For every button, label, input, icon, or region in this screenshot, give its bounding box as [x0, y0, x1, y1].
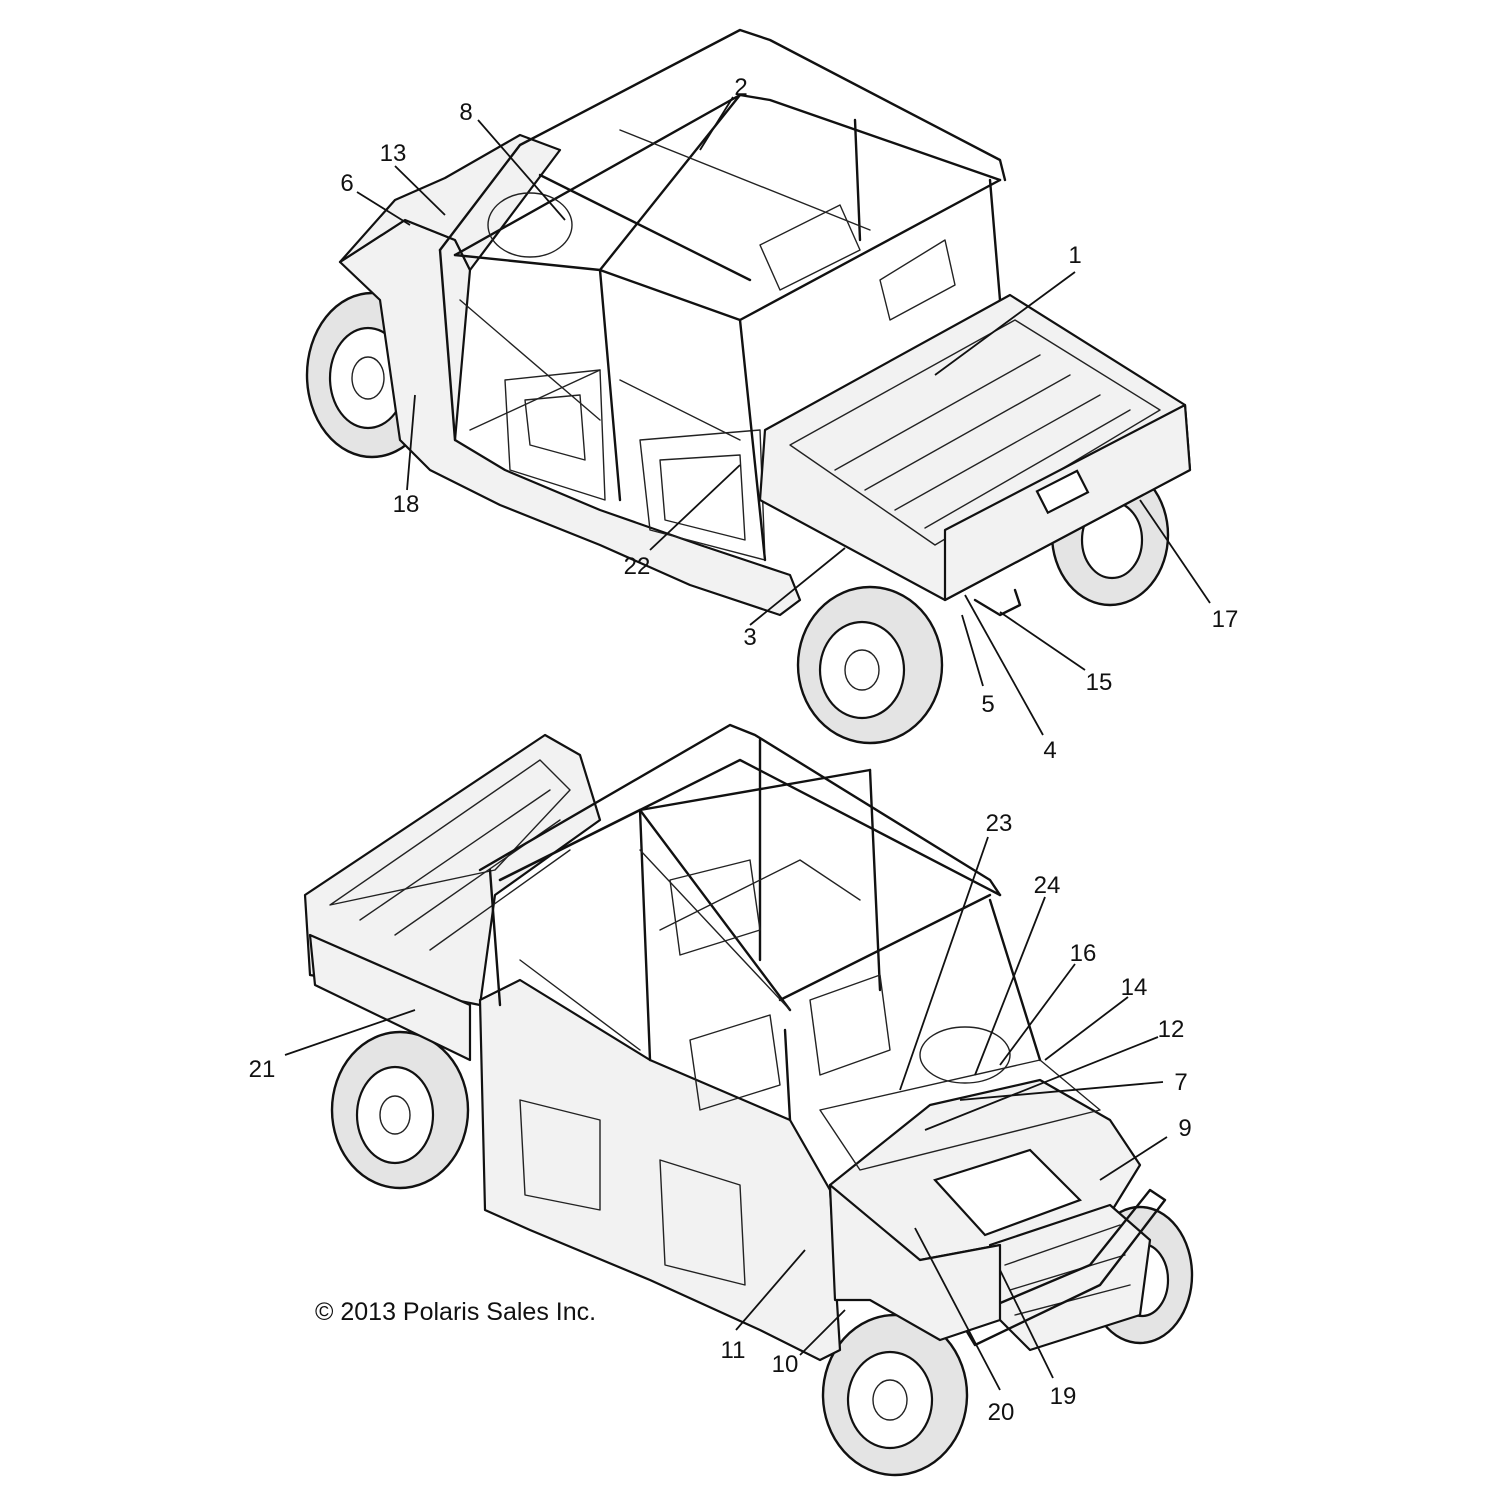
callout-1: 1: [1068, 242, 1081, 269]
callout-17: 17: [1212, 606, 1239, 633]
front-view-rear-left-wheel: [330, 1030, 470, 1190]
rear-view-cab-body: [338, 218, 802, 617]
copyright-text: © 2013 Polaris Sales Inc.: [315, 1298, 597, 1326]
callout-20: 20: [988, 1399, 1015, 1426]
callout-5: 5: [981, 691, 994, 718]
callout-7: 7: [1174, 1069, 1187, 1096]
callout-15: 15: [1086, 669, 1113, 696]
rear-view-roll-cage: [438, 28, 1007, 562]
rear-view-seats: [759, 204, 956, 321]
front-view-dash: [819, 1059, 1101, 1171]
callout-numbers: 1 2 3 4 5 6 7 8 9 10 11 12 13 14 15 16 1…: [249, 74, 1239, 1426]
front-view-front-door: [659, 1159, 746, 1286]
front-view-bumper: [958, 1188, 1167, 1347]
rear-view-hitch: [973, 588, 1022, 617]
callout-14: 14: [1121, 974, 1148, 1001]
callout-3: 3: [743, 624, 756, 651]
front-view-bed-side: [308, 933, 472, 1062]
vehicle-front-view: [303, 723, 1194, 1477]
callout-16: 16: [1070, 940, 1097, 967]
rear-view-steering-wheel: [487, 192, 573, 258]
front-view-seats: [669, 859, 891, 1111]
front-view-hood-panel: [933, 1148, 1082, 1237]
vehicle-rear-view: [305, 28, 1192, 745]
callout-8: 8: [459, 99, 472, 126]
front-view-steering-wheel: [919, 1026, 1011, 1084]
callout-11: 11: [721, 1337, 746, 1364]
rear-view-rear-left-wheel: [796, 585, 944, 745]
callout-22: 22: [624, 553, 651, 580]
callout-9: 9: [1178, 1115, 1191, 1142]
callout-12: 12: [1158, 1016, 1185, 1043]
callout-21: 21: [249, 1056, 276, 1083]
front-view-fender: [828, 1183, 1002, 1342]
front-view-front-left-wheel: [821, 1313, 969, 1477]
callout-10: 10: [772, 1351, 799, 1378]
callout-24: 24: [1034, 872, 1061, 899]
callout-6: 6: [340, 170, 353, 197]
callout-18: 18: [393, 491, 420, 518]
callout-23: 23: [986, 810, 1013, 837]
front-view-roll-cage: [478, 723, 1042, 1122]
front-view-rear-door: [519, 1099, 601, 1211]
callout-2: 2: [734, 74, 747, 101]
leader-lines: [284, 96, 1211, 1391]
callout-4: 4: [1043, 737, 1056, 764]
rear-view-hood: [338, 133, 562, 272]
callout-19: 19: [1050, 1383, 1077, 1410]
callout-13: 13: [380, 140, 407, 167]
rear-view-front-door: [504, 369, 606, 501]
